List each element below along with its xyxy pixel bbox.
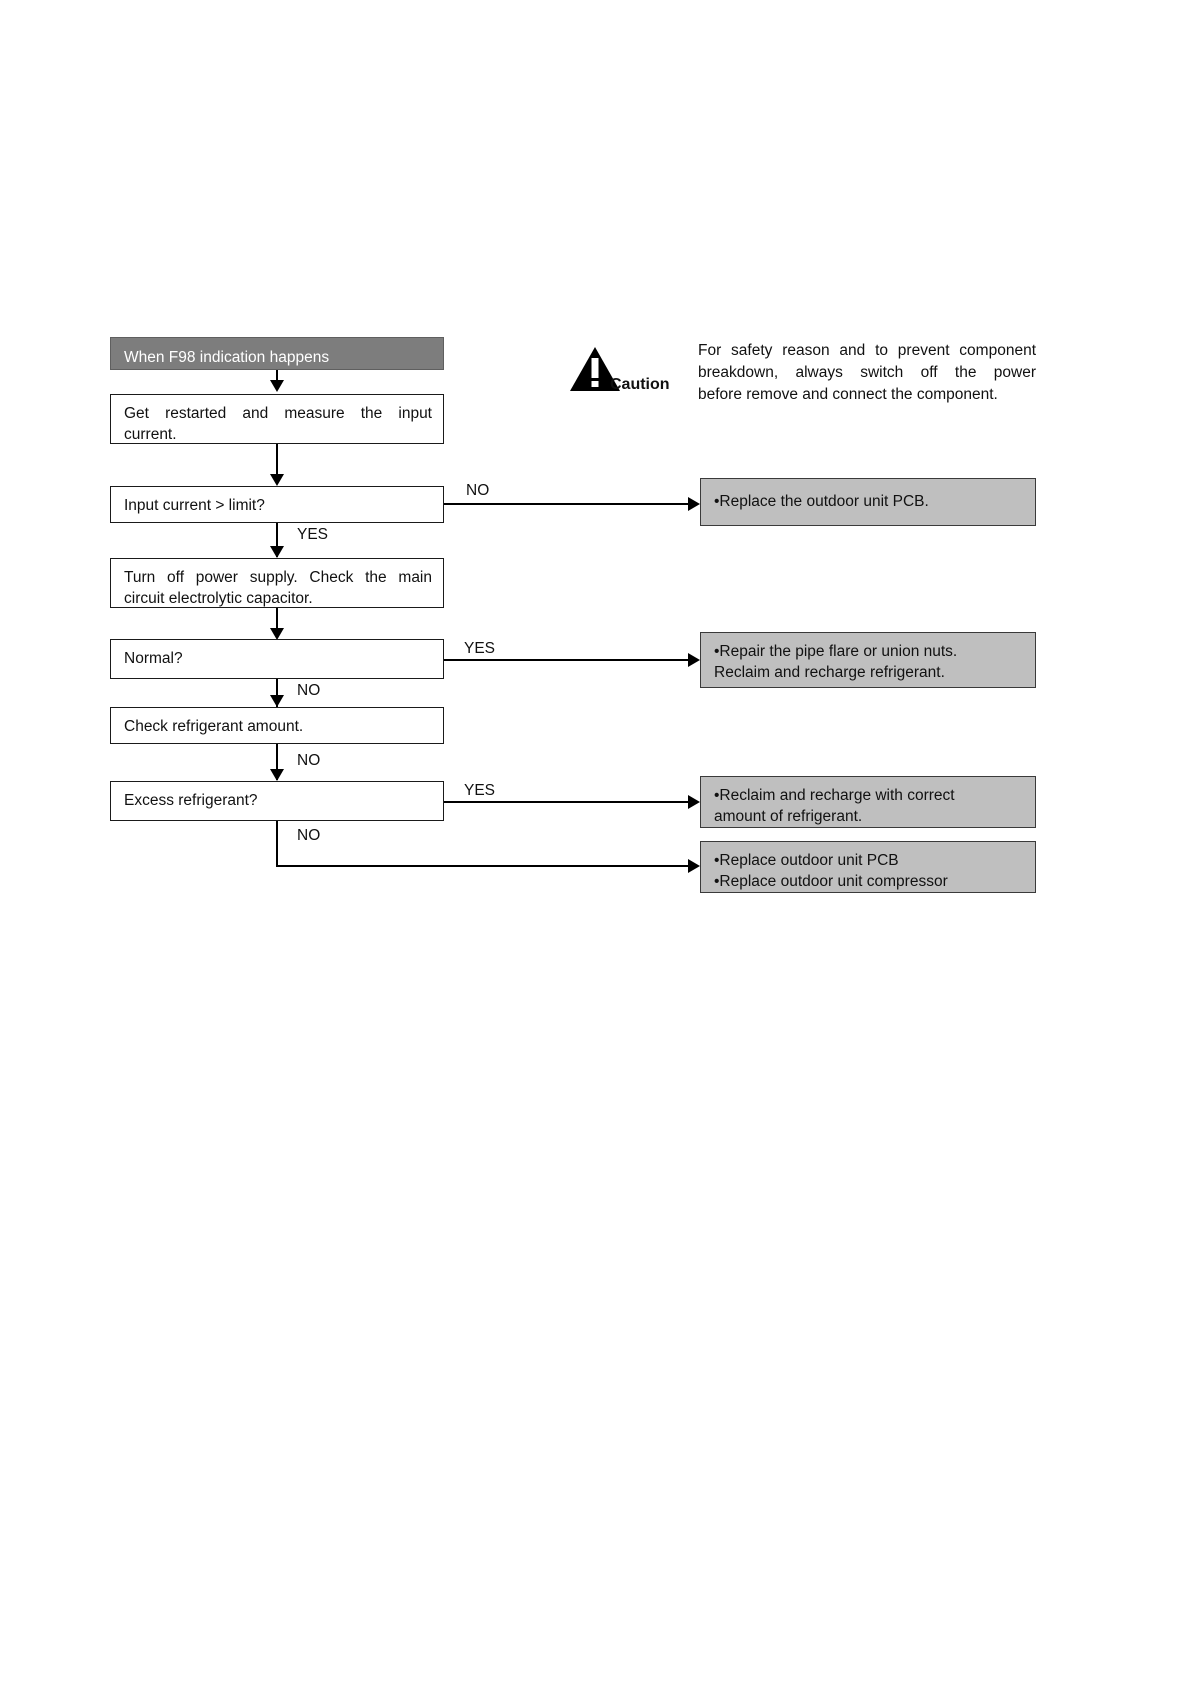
arrowhead-yes1-to-step2 [270,546,284,558]
connector-no4-vertical [276,821,278,867]
decision-normal: Normal? [110,639,444,679]
step-turn-off-power-supply: Turn off power supply. Check the main ci… [110,558,444,608]
caution-text-line3: before remove and connect the component. [698,386,998,403]
arrowhead-no3-to-decision3 [270,769,284,781]
arrowhead-title-to-step1 [270,380,284,392]
arrowhead-no4-to-action4 [688,859,700,873]
arrowhead-no1-to-action1 [688,497,700,511]
action-reclaim-recharge-correct-line2: amount of refrigerant. [714,808,863,826]
connector-yes3-horizontal [444,801,689,803]
step-check-refrigerant-amount-label: Check refrigerant amount. [124,718,304,735]
decision-input-current-limit-label: Input current > limit? [124,497,265,514]
connector-no3-vertical [276,744,278,780]
caution-note: Caution For safety reason and to prevent… [560,338,1040,418]
decision-normal-label: Normal? [124,650,183,667]
connector-yes1-vertical [276,523,278,557]
caution-text: For safety reason and to prevent compone… [698,340,1036,406]
edge-label-yes-1: YES [297,526,329,543]
edge-label-no-4: NO [297,827,321,844]
action-repair-pipe-flare: •Repair the pipe flare or union nuts. Re… [700,632,1036,688]
action-replace-outdoor-pcb-line1: •Replace the outdoor unit PCB. [714,493,929,511]
caution-text-line2: breakdown, always switch off the power [698,364,1036,381]
connector-yes2-horizontal-a [444,659,569,661]
step-measure-input-current: Get restarted and measure the input curr… [110,394,444,444]
decision-input-current-limit: Input current > limit? [110,486,444,523]
action-replace-pcb-compressor-line2: •Replace outdoor unit compressor [714,873,948,891]
connector-step2-to-decision2 [276,608,278,638]
action-replace-pcb-compressor: •Replace outdoor unit PCB •Replace outdo… [700,841,1036,893]
arrowhead-step2-to-decision2 [270,628,284,640]
caution-text-line1: For safety reason and to prevent compone… [698,342,1036,359]
arrowhead-step1-to-decision1 [270,474,284,486]
warning-triangle-icon [570,347,620,391]
step-turn-off-power-supply-line1: Turn off power supply. Check the main [124,569,432,586]
edge-label-no-3: NO [297,752,321,769]
flowchart-title-box: When F98 indication happens [110,337,444,370]
action-reclaim-recharge-correct: •Reclaim and recharge with correct amoun… [700,776,1036,828]
step-measure-input-current-line2: current. [124,426,177,444]
action-replace-outdoor-pcb: •Replace the outdoor unit PCB. [700,478,1036,526]
edge-label-no-2: NO [297,682,321,699]
connector-no1-horizontal [444,503,689,505]
step-check-refrigerant-amount: Check refrigerant amount. [110,707,444,744]
edge-label-yes-3: YES [464,782,496,799]
arrowhead-yes2-to-action2 [688,653,700,667]
connector-step1-to-decision1 [276,444,278,484]
arrowhead-no2-to-step3 [270,695,284,707]
edge-label-yes-2: YES [464,640,496,657]
step-measure-input-current-line1: Get restarted and measure the input [124,405,432,422]
decision-excess-refrigerant-label: Excess refrigerant? [124,792,258,809]
action-repair-pipe-flare-line1: •Repair the pipe flare or union nuts. [714,643,958,660]
action-reclaim-recharge-correct-line1: •Reclaim and recharge with correct [714,787,955,804]
step-turn-off-power-supply-line2: circuit electrolytic capacitor. [124,590,313,608]
action-replace-pcb-compressor-line1: •Replace outdoor unit PCB [714,852,899,869]
decision-excess-refrigerant: Excess refrigerant? [110,781,444,821]
arrowhead-yes3-to-action3 [688,795,700,809]
flowchart-title-label: When F98 indication happens [124,349,330,366]
connector-no4-horizontal [276,865,689,867]
caution-label: Caution [610,376,670,393]
connector-no2-vertical [276,679,278,707]
action-repair-pipe-flare-line2: Reclaim and recharge refrigerant. [714,664,945,682]
edge-label-no-1: NO [466,482,490,499]
connector-yes2-horizontal-b [568,659,689,661]
